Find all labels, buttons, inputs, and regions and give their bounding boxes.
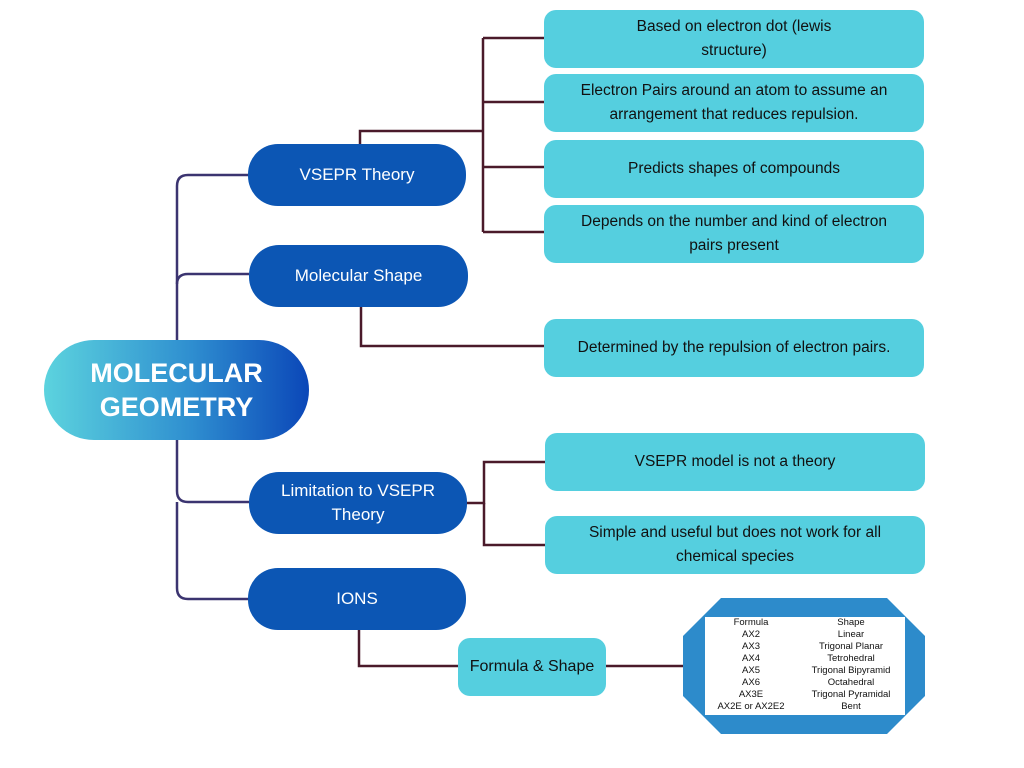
- vsepr-detail-2: Electron Pairs around an atom to assume …: [544, 74, 924, 132]
- table-header-row: Formula Shape: [705, 617, 905, 629]
- vsepr-detail-1-line1: Based on electron dot (lewis: [636, 18, 832, 35]
- table-cell-formula: AX2: [742, 629, 760, 640]
- limitation-detail-1: VSEPR model is not a theory: [545, 433, 925, 491]
- table-row: AX2E or AX2E2 Bent: [705, 701, 905, 713]
- shape-detail-text: Determined by the repulsion of electron …: [577, 339, 891, 356]
- table-row: AX2 Linear: [705, 629, 905, 641]
- table-cell-shape: Octahedral: [827, 677, 875, 688]
- connector-shape-detail: [359, 307, 544, 348]
- vsepr-detail-1: Based on electron dot (lewis structure): [544, 10, 924, 68]
- topic-ions: IONS: [248, 568, 466, 630]
- vsepr-detail-4: Depends on the number and kind of electr…: [544, 205, 924, 263]
- table-cell-shape: Trigonal Planar: [818, 641, 884, 652]
- table-cell-formula: AX3: [742, 641, 760, 652]
- vsepr-detail-3-line1: Predicts shapes of compounds: [628, 160, 840, 177]
- vsepr-detail-4-line1: Depends on the number and kind of electr…: [581, 213, 887, 230]
- connector-root-vsepr: [175, 173, 248, 340]
- topic-limitation-label-line1: Limitation to VSEPR: [280, 481, 435, 500]
- root-title-line2: GEOMETRY: [99, 392, 254, 422]
- topic-limitation-to-vsepr: Limitation to VSEPR Theory: [249, 472, 467, 534]
- table-row: AX6 Octahedral: [705, 677, 905, 689]
- topic-molecular-shape: Molecular Shape: [249, 245, 468, 307]
- formula-shape-table: Formula Shape AX2 Linear AX3 Trigonal Pl…: [705, 617, 905, 715]
- root-title-line1: MOLECULAR: [90, 358, 263, 388]
- topic-limitation-label-line2: Theory: [331, 505, 385, 524]
- table-row: AX4 Tetrohedral: [705, 653, 905, 665]
- table-cell-shape: Trigonal Pyramidal: [811, 689, 891, 700]
- limitation-detail-1-line1: VSEPR model is not a theory: [634, 453, 836, 470]
- formula-shape-node: Formula & Shape: [458, 638, 606, 696]
- table-cell-shape: Linear: [837, 629, 865, 640]
- connector-vsepr-bracket: [358, 129, 483, 144]
- table-cell-formula: AX6: [742, 677, 760, 688]
- limitation-detail-2: Simple and useful but does not work for …: [545, 516, 925, 574]
- table-cell-formula: AX3E: [738, 689, 764, 700]
- limitation-detail-2-line2: chemical species: [675, 548, 794, 565]
- table-cell-shape: Tetrohedral: [827, 653, 875, 664]
- trunk-connectors: [175, 173, 249, 601]
- topic-shape-label: Molecular Shape: [294, 266, 423, 285]
- table-cell-formula: AX4: [742, 653, 760, 664]
- connector-limitation-1: [467, 460, 545, 505]
- formula-shape-label: Formula & Shape: [469, 658, 595, 675]
- vsepr-detail-3: Predicts shapes of compounds: [544, 140, 924, 198]
- connector-root-shape: [175, 272, 249, 285]
- topic-ions-label: IONS: [336, 589, 378, 608]
- root-node-molecular-geometry: MOLECULAR GEOMETRY: [44, 340, 309, 440]
- shape-detail: Determined by the repulsion of electron …: [544, 319, 924, 377]
- table-header-shape: Shape: [837, 617, 865, 628]
- topic-vsepr-theory: VSEPR Theory: [248, 144, 466, 206]
- connector-ions-formula: [357, 630, 458, 668]
- connector-limitation-2: [482, 503, 545, 547]
- table-cell-shape: Trigonal Bipyramid: [811, 665, 891, 676]
- connector-root-limitation: [175, 440, 249, 504]
- connector-root-ions: [175, 502, 248, 601]
- table-row: AX5 Trigonal Bipyramid: [705, 665, 905, 677]
- table-row: AX3 Trigonal Planar: [705, 641, 905, 653]
- table-cell-shape: Bent: [841, 701, 861, 712]
- vsepr-detail-2-line2: arrangement that reduces repulsion.: [609, 106, 859, 123]
- table-header-formula: Formula: [733, 617, 769, 628]
- vsepr-detail-1-line2: structure): [701, 42, 767, 59]
- topic-vsepr-label: VSEPR Theory: [299, 165, 415, 184]
- branch-connectors: [357, 36, 685, 668]
- vsepr-detail-4-line2: pairs present: [689, 237, 779, 254]
- table-cell-formula: AX2E or AX2E2: [717, 701, 785, 712]
- formula-shape-table-grid: Formula Shape AX2 Linear AX3 Trigonal Pl…: [705, 617, 905, 713]
- table-row: AX3E Trigonal Pyramidal: [705, 689, 905, 701]
- table-cell-formula: AX5: [742, 665, 760, 676]
- limitation-detail-2-line1: Simple and useful but does not work for …: [588, 524, 882, 541]
- vsepr-detail-2-line1: Electron Pairs around an atom to assume …: [580, 82, 888, 99]
